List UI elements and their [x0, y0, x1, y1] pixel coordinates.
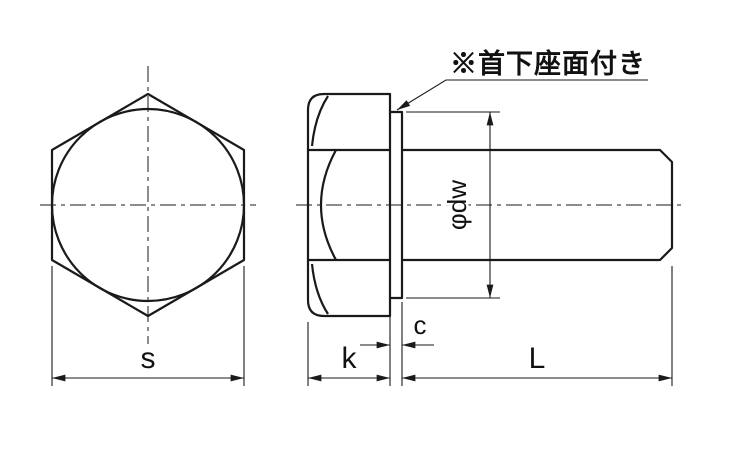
side-view: [296, 92, 686, 318]
dimension-dw: φdw: [406, 111, 500, 299]
dimension-label-s: s: [141, 342, 156, 375]
leader-annotation: ※首下座面付き: [396, 48, 648, 111]
dimension-label-dw: φdw: [442, 180, 472, 230]
chamfer-arc-bottom: [310, 263, 329, 315]
dimension-label-k: k: [342, 342, 358, 375]
dimension-c: c: [360, 302, 434, 386]
dimension-label-l: L: [529, 342, 546, 375]
dimension-k: k: [307, 302, 391, 386]
hex-head-outline: [50, 92, 246, 318]
shank-outline: [402, 148, 674, 262]
annotation-note: ※首下座面付き: [450, 48, 646, 79]
chamfer-arc-top: [310, 95, 329, 147]
washer-face-outline: [390, 110, 404, 300]
inscribed-circle: [50, 107, 246, 303]
chamfer-arc-middle: [320, 149, 337, 261]
dimension-s: s: [51, 266, 245, 386]
dimension-label-c: c: [414, 310, 427, 340]
dimension-l: L: [402, 266, 673, 386]
head-side-outline: [306, 92, 392, 318]
leader-line: [396, 79, 648, 111]
front-view: [40, 66, 256, 344]
